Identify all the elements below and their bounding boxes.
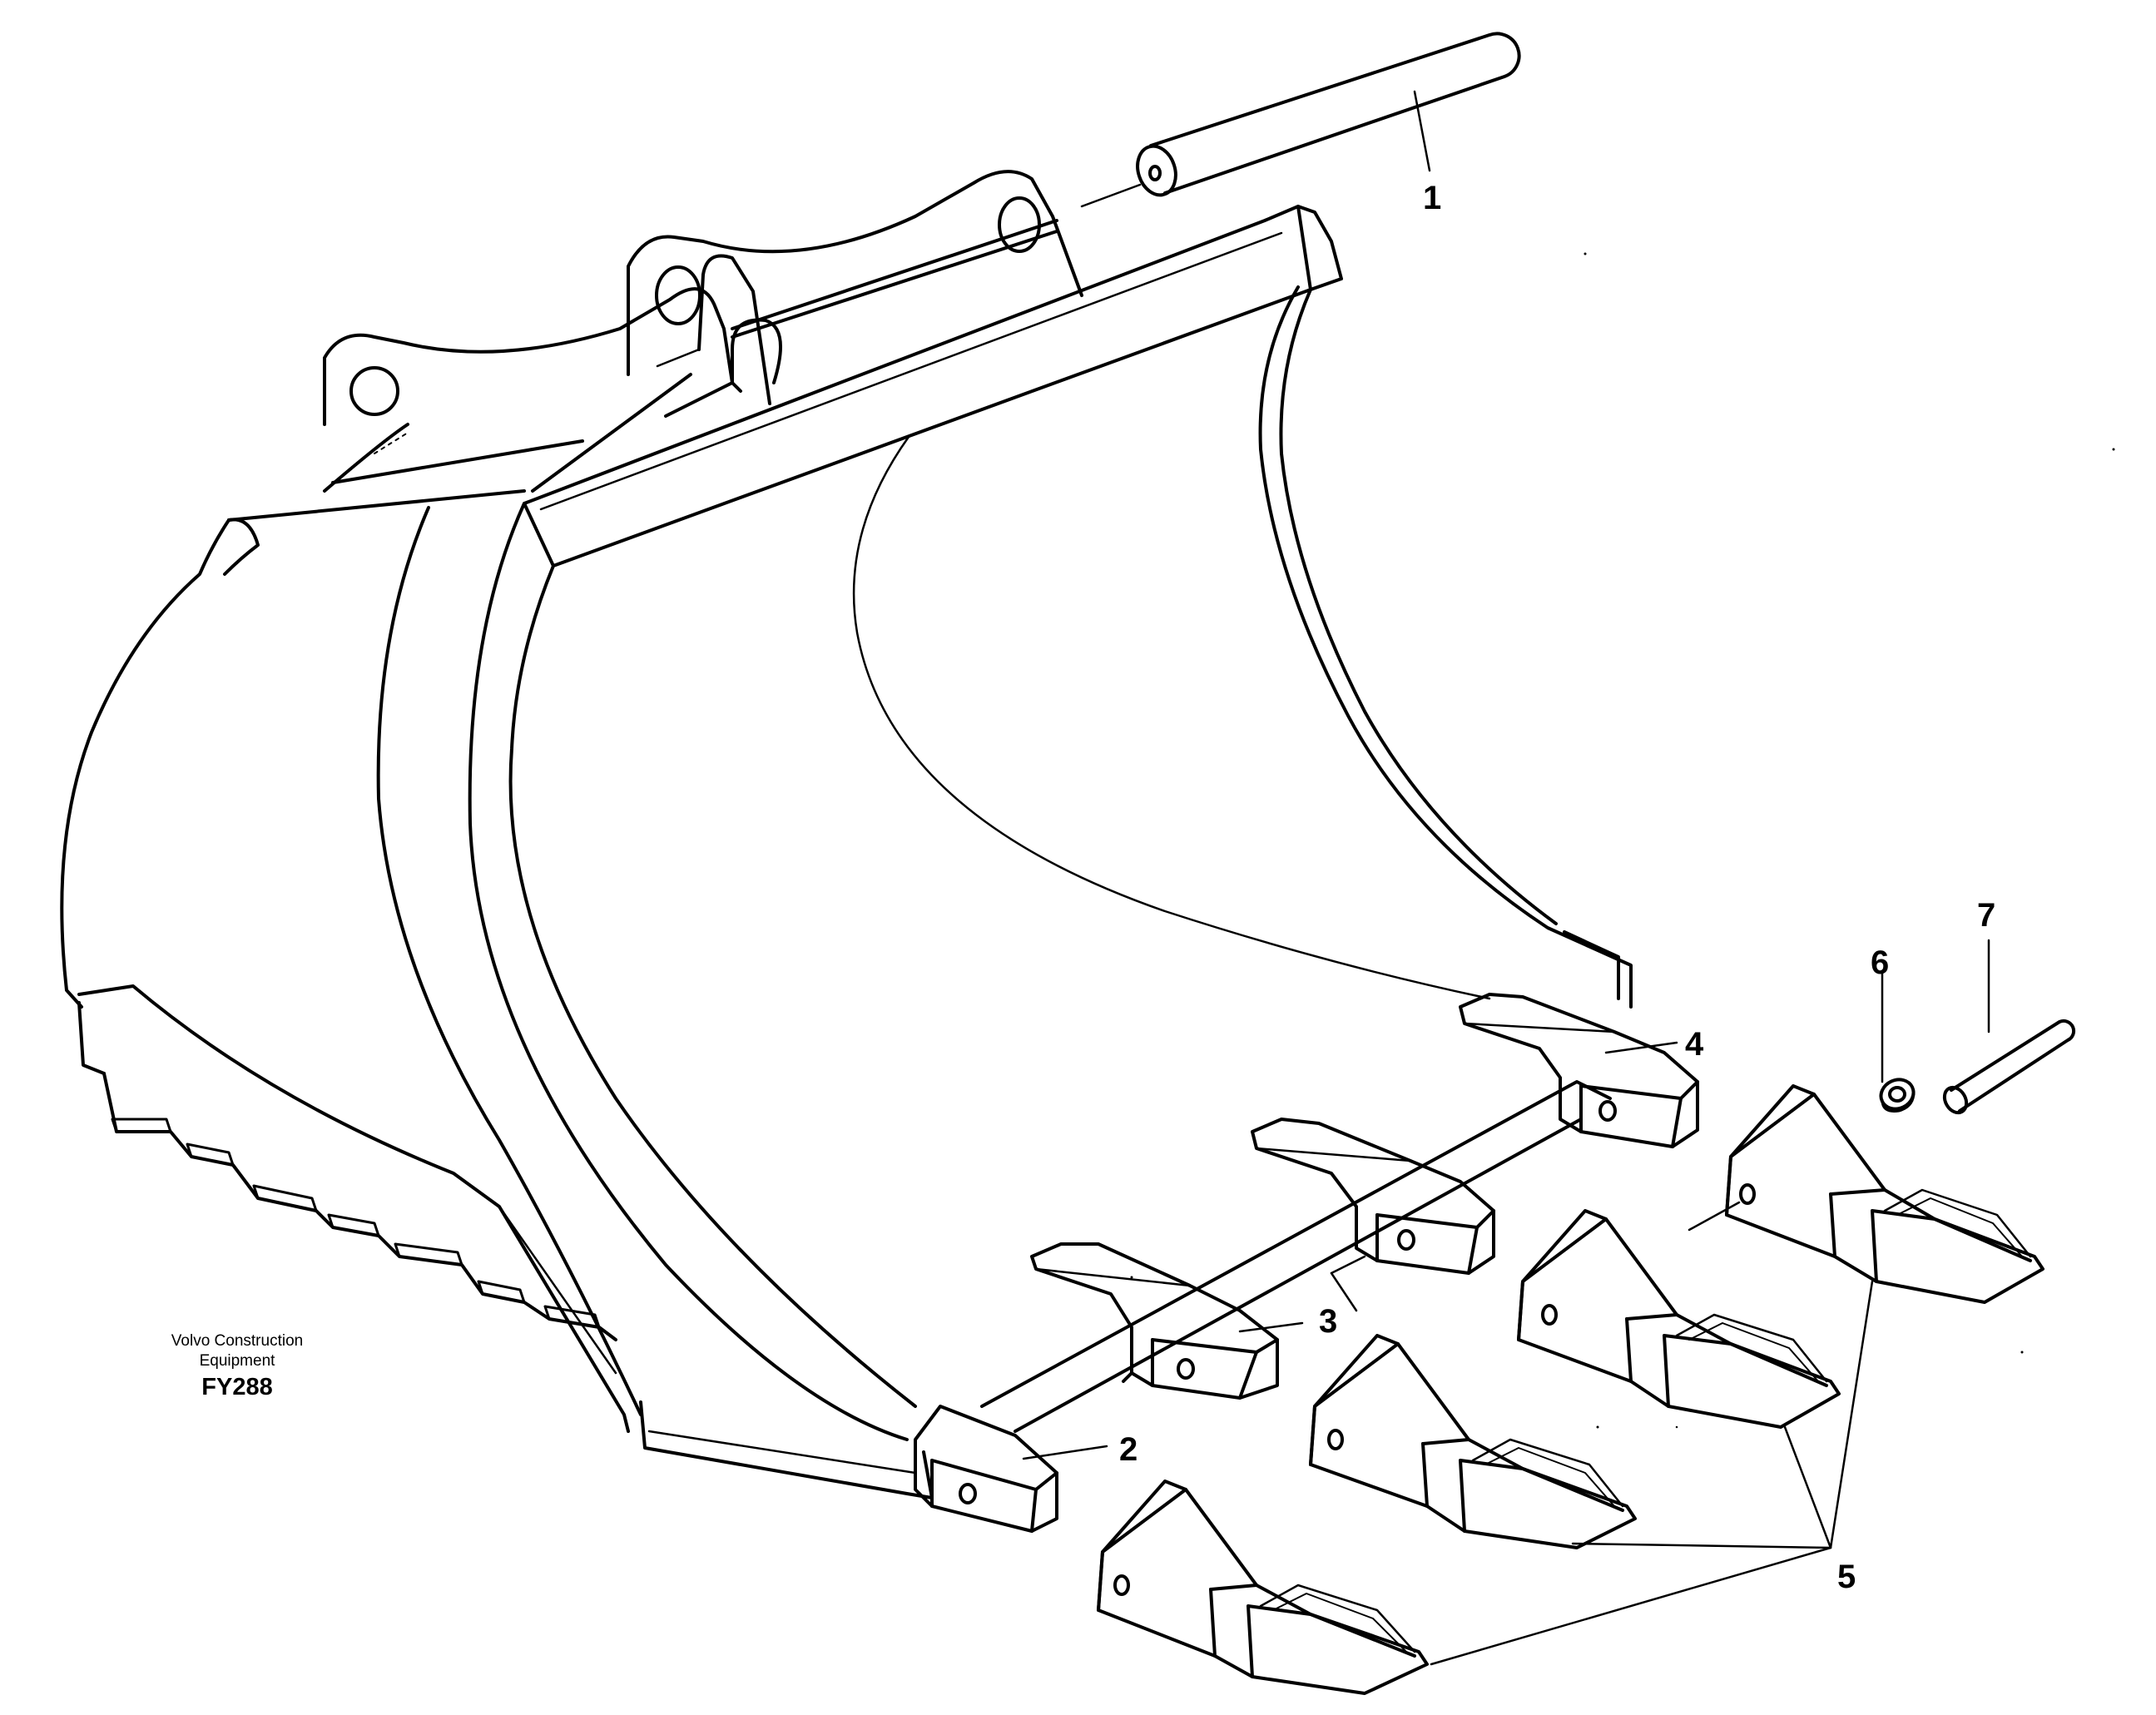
callout-4: 4 [1685,1026,1704,1063]
washer-part-6 [1879,1078,1916,1113]
adapter-part-3-right [1251,1118,1495,1275]
callout-3: 3 [1319,1303,1338,1340]
callout-1: 1 [1423,180,1442,216]
scan-artifacts [1130,252,2115,1429]
caption-company-line2: Equipment [199,1352,275,1370]
caption-figure-code: FY288 [201,1374,273,1400]
callout-2: 2 [1119,1431,1138,1468]
bucket-body [60,170,1633,1499]
retaining-pin-part-7 [1942,1019,2076,1115]
caption-company-line1: Volvo Construction [171,1332,304,1350]
tooth-part-5-a [1097,1480,1429,1695]
callout-7: 7 [1977,897,1996,934]
adapter-part-4 [1459,993,1699,1148]
adapter-part-2 [914,1405,1058,1533]
adapter-part-3-left [1030,1242,1279,1400]
tooth-part-5-b [1309,1334,1637,1549]
callout-6: 6 [1871,944,1890,981]
callout-5: 5 [1837,1559,1856,1595]
leader-lines [1022,90,1990,1666]
pin-part-1 [1080,32,1521,208]
tooth-part-5-c [1517,1209,1841,1429]
figure-caption: Volvo Construction Equipment FY288 [108,1331,366,1403]
tooth-part-5-d [1688,1084,2044,1304]
